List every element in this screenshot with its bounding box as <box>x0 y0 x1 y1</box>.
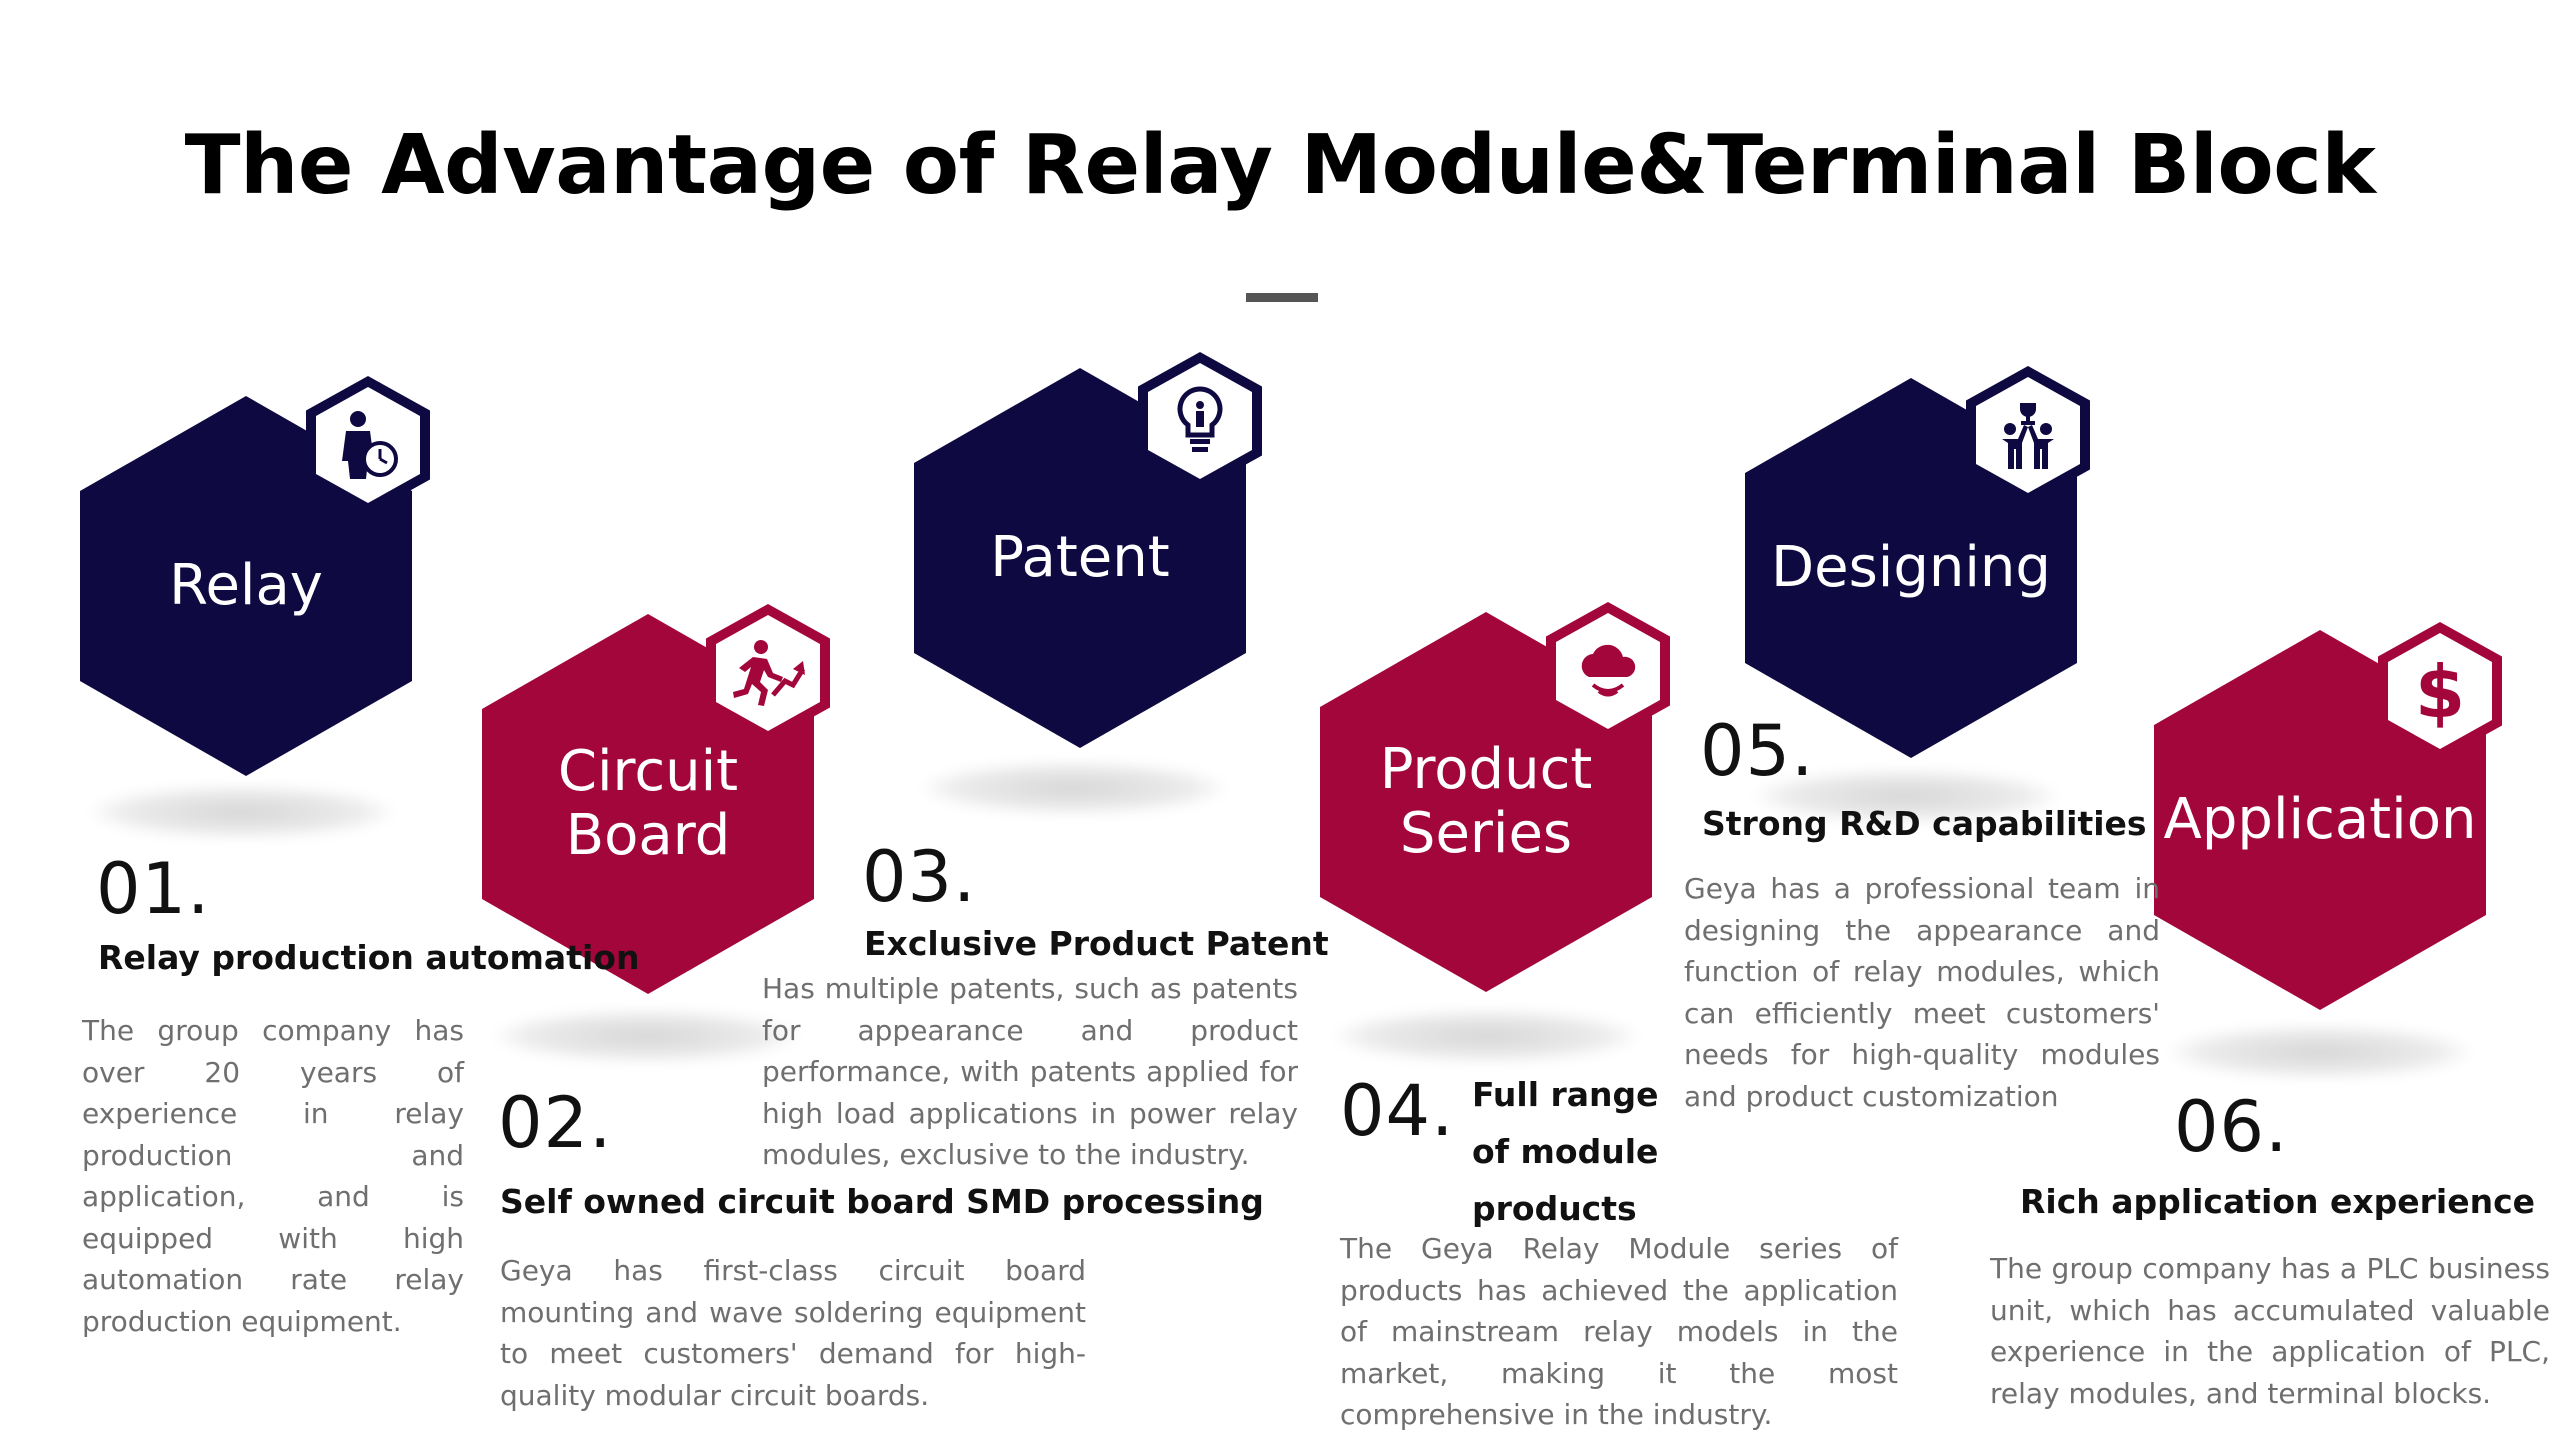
running-man-growth-icon <box>733 640 805 706</box>
badge <box>1966 366 2090 504</box>
item-number: 03. <box>862 836 977 918</box>
hex-shadow <box>2170 1026 2470 1078</box>
item-subtitle: Full range of module products <box>1472 1075 1659 1228</box>
item-subtitle: Strong R&D capabilities <box>1702 804 2147 843</box>
hex-shadow <box>496 1010 796 1062</box>
team-trophy-icon <box>2002 403 2054 469</box>
hex-label: Relay <box>169 553 323 619</box>
hex-label: Designing <box>1771 535 2051 601</box>
item-description: Geya has a professional team in designin… <box>1684 872 2160 1113</box>
title-divider <box>1246 293 1318 302</box>
page-title: The Advantage of Relay Module&Terminal B… <box>184 118 2376 213</box>
item-subtitle: Relay production automation <box>98 938 640 977</box>
hex-label: Application <box>2163 787 2477 853</box>
item-number: 02. <box>498 1082 613 1164</box>
item-description: Has multiple patents, such as patents fo… <box>762 972 1298 1171</box>
item-subtitle: Rich application experience <box>2020 1182 2536 1221</box>
item-subtitle: Exclusive Product Patent <box>864 924 1329 963</box>
businessman-clock-icon <box>342 411 398 479</box>
hex-label: Product Series <box>1379 737 1593 866</box>
item-subtitle: Self owned circuit board SMD processing <box>500 1182 1264 1221</box>
cloud-signal-icon <box>1581 644 1636 697</box>
item-number: 01. <box>96 848 211 930</box>
svg-text:$: $ <box>2415 651 2465 731</box>
item-description: The group company has over 20 years of e… <box>82 1014 464 1338</box>
badge <box>706 604 830 742</box>
hex-shadow <box>92 786 392 838</box>
item-description: Geya has first-class circuit board mount… <box>500 1254 1086 1412</box>
hex-shadow <box>1336 1010 1636 1062</box>
item-number: 05. <box>1700 710 1815 792</box>
dollar-sign-icon: $ <box>2415 651 2465 731</box>
badge: $ <box>2378 622 2502 760</box>
item-number: 06. <box>2174 1086 2289 1168</box>
item-description: The group company has a PLC business uni… <box>1990 1252 2550 1410</box>
hex-shadow <box>924 762 1224 814</box>
hex-designing: Designing <box>1745 378 2077 758</box>
hex-shadow <box>1756 770 2056 822</box>
hex-label: Patent <box>990 525 1170 591</box>
item-number: 04. <box>1340 1070 1455 1152</box>
item-description: The Geya Relay Module series of products… <box>1340 1232 1898 1431</box>
hex-label: Circuit Board <box>557 739 739 868</box>
lightbulb-person-icon <box>1177 386 1223 452</box>
